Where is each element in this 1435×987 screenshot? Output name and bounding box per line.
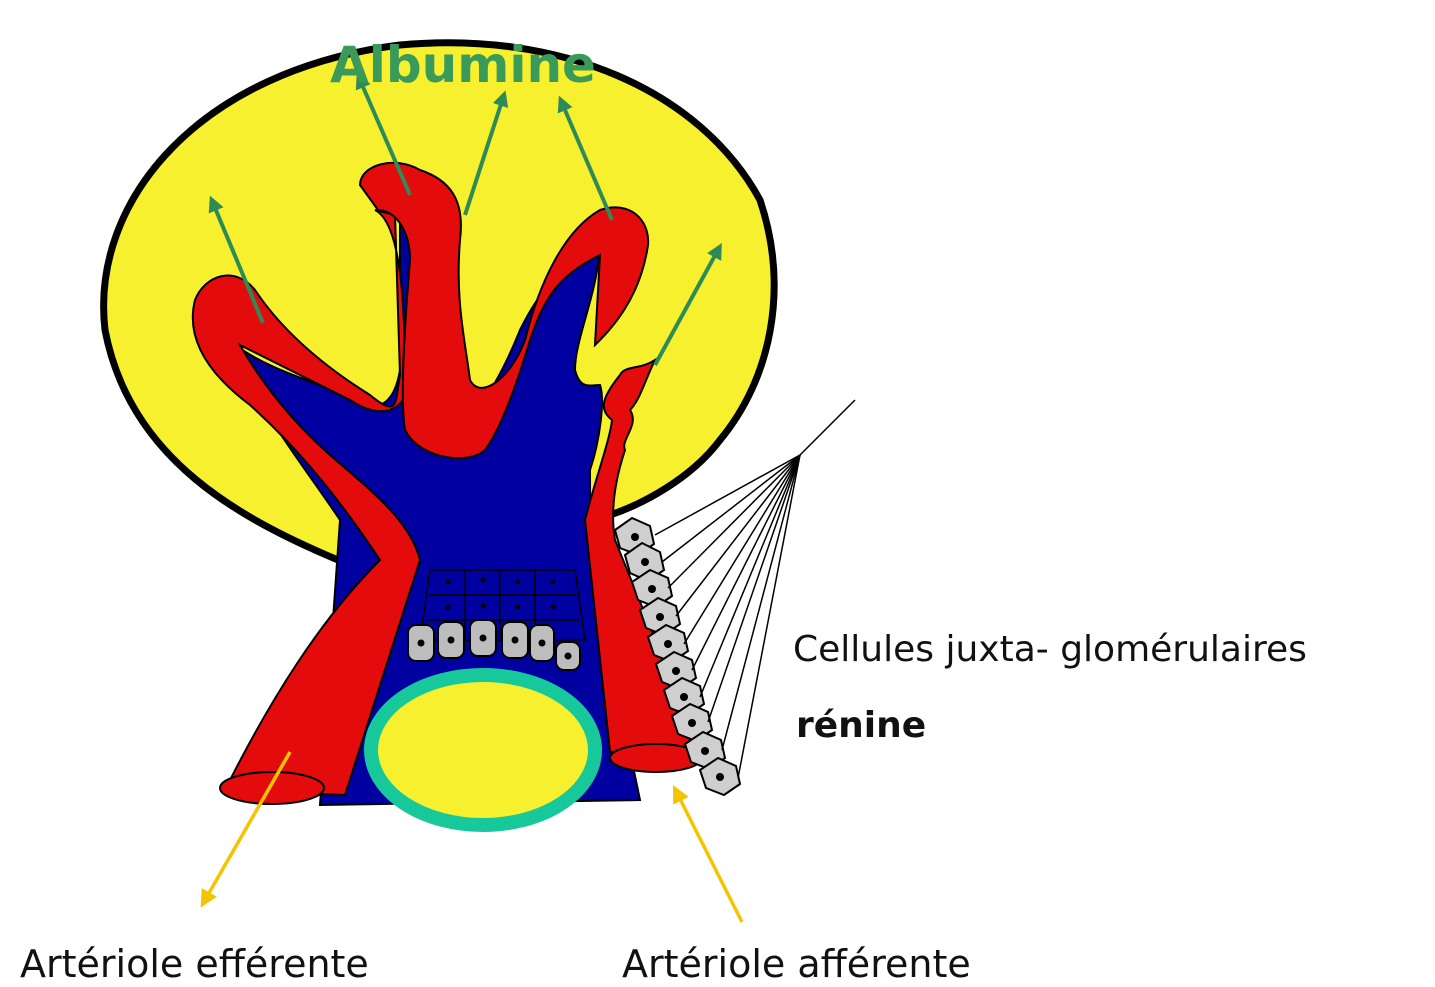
afferent-label: Artériole afférente	[622, 945, 971, 983]
renin-label: rénine	[796, 708, 926, 744]
arrow-icon	[677, 793, 742, 922]
efferent-label: Artériole efférente	[20, 945, 369, 983]
title-albumine: Albumine	[330, 40, 596, 90]
juxta-label: Cellules juxta- glomérulaires	[793, 632, 1307, 668]
efferent-opening	[220, 772, 324, 804]
macula-densa-ring	[371, 675, 595, 825]
